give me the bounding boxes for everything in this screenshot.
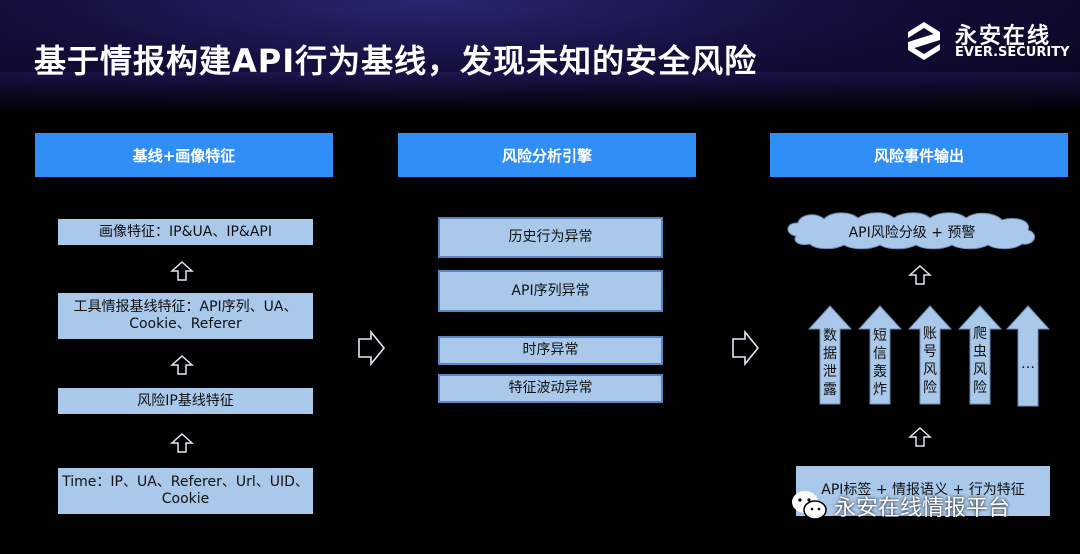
watermark: 永安在线情报平台 [790,488,1010,524]
box-label: 时序异常 [522,342,579,358]
timing-anomaly-box: 时序异常 [438,336,663,365]
api-sequence-anomaly-box: API序列异常 [438,270,663,312]
profile-feature-box: 画像特征：IP&UA、IP&API [58,219,313,245]
up-arrow-icon [908,426,932,447]
up-arrow-icon [170,432,194,453]
brand-name-cn: 永安在线 [955,24,1052,49]
brand-logo-icon [908,22,940,60]
tool-intel-baseline-box: 工具情报基线特征：API序列、UA、 Cookie、Referer [58,293,313,339]
up-arrow-icon [170,354,194,375]
right-arrow-icon [358,330,386,366]
arrow-label: … [1021,356,1035,372]
up-arrow-icon [908,305,952,405]
wechat-icon [792,491,827,520]
risk-grading-label: API风险分级 + 预警 [848,225,976,241]
up-arrow-icon [170,260,194,281]
right-column-header: 风险事件输出 [770,133,1068,177]
box-label: API序列异常 [511,282,590,299]
up-arrow-icon [1006,305,1050,407]
account-risk-arrow: 账 号 风 险 [908,305,952,405]
up-arrow-icon [908,264,932,285]
more-arrow: … [1006,305,1050,407]
data-leak-arrow: 数 据 泄 露 [808,305,852,405]
time-features-box: Time：IP、UA、Referer、Url、UID、 Cookie [58,468,313,514]
arrow-label: 账 号 风 险 [923,326,937,396]
api-tag-intel-box: API标签 + 情报语义 + 行为特征 [796,466,1050,516]
brand-name-en: EVER.SECURITY [955,45,1070,60]
box-label: 特征波动异常 [508,380,593,396]
history-behavior-anomaly-box: 历史行为异常 [438,217,663,258]
box-label: 画像特征：IP&UA、IP&API [99,223,272,240]
cloud-shape [787,212,1036,250]
crawler-risk-arrow: 爬 虫 风 险 [958,305,1002,405]
box-label: 工具情报基线特征：API序列、UA、 Cookie、Referer [73,299,298,332]
box-label: 风险IP基线特征 [137,392,234,409]
page-title: 基于情报构建API行为基线，发现未知的安全风险 [34,42,758,80]
title-banner [0,0,1080,112]
right-arrow-icon [732,330,760,366]
feature-fluctuation-anomaly-box: 特征波动异常 [438,374,663,403]
box-label: Time：IP、UA、Referer、Url、UID、 Cookie [62,474,309,507]
up-arrow-icon [808,305,852,405]
arrow-label: 短 信 轰 炸 [873,328,887,398]
box-label: 历史行为异常 [508,229,593,245]
sms-bombing-arrow: 短 信 轰 炸 [858,305,902,405]
box-label: API标签 + 情报语义 + 行为特征 [821,482,1025,498]
watermark-text: 永安在线情报平台 [834,496,1011,521]
arrow-label: 爬 虫 风 险 [973,326,987,396]
risk-ip-baseline-box: 风险IP基线特征 [58,388,313,414]
left-column-header: 基线+画像特征 [35,133,333,177]
up-arrow-icon [958,305,1002,405]
up-arrow-icon [858,305,902,405]
middle-column-header: 风险分析引擎 [398,133,696,177]
arrow-label: 数 据 泄 露 [823,328,837,398]
